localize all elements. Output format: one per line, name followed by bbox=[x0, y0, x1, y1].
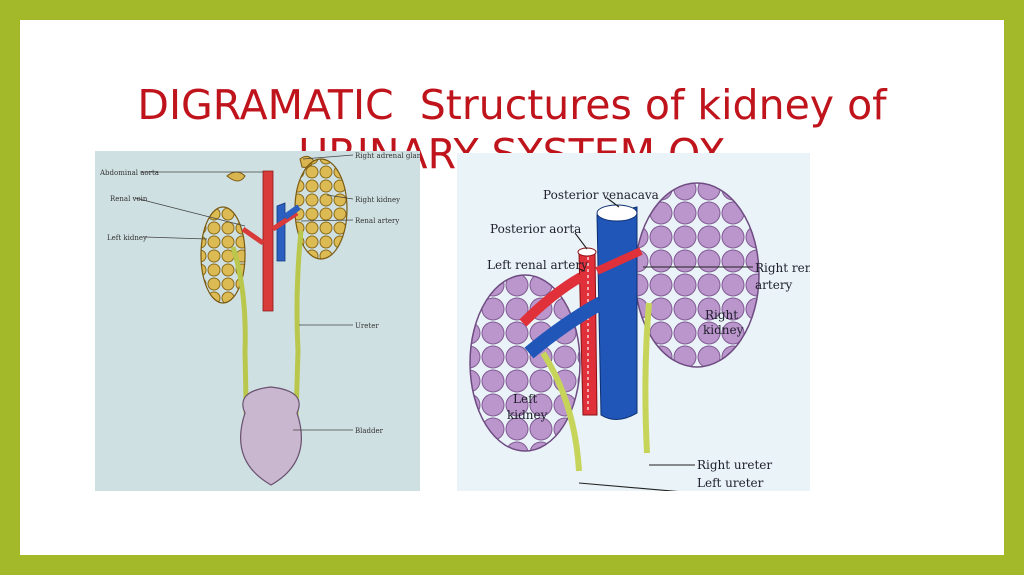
vena-cava bbox=[276, 202, 286, 262]
bladder bbox=[240, 386, 302, 486]
right-renal-artery bbox=[595, 247, 643, 275]
label-left-kidney: Left kidney bbox=[107, 234, 147, 242]
label-renal-artery: Renal artery bbox=[355, 217, 399, 225]
label-bladder: Bladder bbox=[355, 427, 384, 435]
label-right-kidney-line1: Right bbox=[705, 308, 738, 322]
right-ureter bbox=[292, 230, 304, 452]
label-right-ureter: Right ureter bbox=[697, 458, 772, 472]
label-left-ureter: Left ureter bbox=[697, 476, 764, 490]
right-kidney bbox=[634, 182, 760, 368]
urinary-system-drawing: Right adrenal gland Abdominal aorta Rena… bbox=[99, 152, 420, 486]
kidney-closeup-diagram: Posterior venacava Posterior aorta Left … bbox=[457, 153, 810, 491]
posterior-venacava bbox=[596, 206, 638, 420]
left-ureter bbox=[540, 351, 582, 472]
label-right-kidney-line2: kidney bbox=[703, 323, 744, 337]
venacava-opening bbox=[596, 204, 638, 222]
left-kidney bbox=[200, 206, 246, 304]
label-right-renal-artery-line2: artery bbox=[755, 278, 793, 292]
label-renal-vein: Renal vein bbox=[110, 195, 148, 203]
renal-artery-left bbox=[241, 226, 265, 246]
label-posterior-aorta: Posterior aorta bbox=[490, 222, 581, 236]
renal-artery-right bbox=[271, 210, 299, 232]
label-left-kidney-line1: Left bbox=[513, 392, 538, 406]
label-abdominal-aorta: Abdominal aorta bbox=[99, 169, 159, 177]
label-posterior-venacava: Posterior venacava bbox=[543, 188, 659, 202]
label-ureter: Ureter bbox=[355, 322, 379, 330]
label-right-renal-artery-line1: Right renal bbox=[755, 261, 810, 275]
renal-vein bbox=[283, 204, 301, 220]
label-left-kidney-line2: kidney bbox=[507, 408, 548, 422]
left-adrenal-gland bbox=[226, 171, 246, 182]
abdominal-aorta bbox=[262, 170, 274, 312]
left-renal-vein bbox=[524, 296, 605, 359]
left-renal-artery bbox=[519, 272, 584, 327]
label-right-kidney: Right kidney bbox=[355, 196, 400, 204]
kidney-closeup-drawing: Posterior venacava Posterior aorta Left … bbox=[469, 182, 810, 491]
urinary-system-diagram: Right adrenal gland Abdominal aorta Rena… bbox=[95, 151, 420, 491]
label-right-adrenal-gland: Right adrenal gland bbox=[355, 152, 420, 160]
right-kidney bbox=[294, 158, 348, 260]
aorta-opening bbox=[577, 247, 597, 257]
left-ureter bbox=[230, 246, 250, 452]
title-line-1: DIGRAMATIC Structures of kidney of bbox=[137, 81, 887, 130]
left-kidney bbox=[469, 274, 581, 452]
label-left-renal-artery: Left renal artery bbox=[487, 258, 588, 272]
right-ureter bbox=[642, 302, 652, 454]
